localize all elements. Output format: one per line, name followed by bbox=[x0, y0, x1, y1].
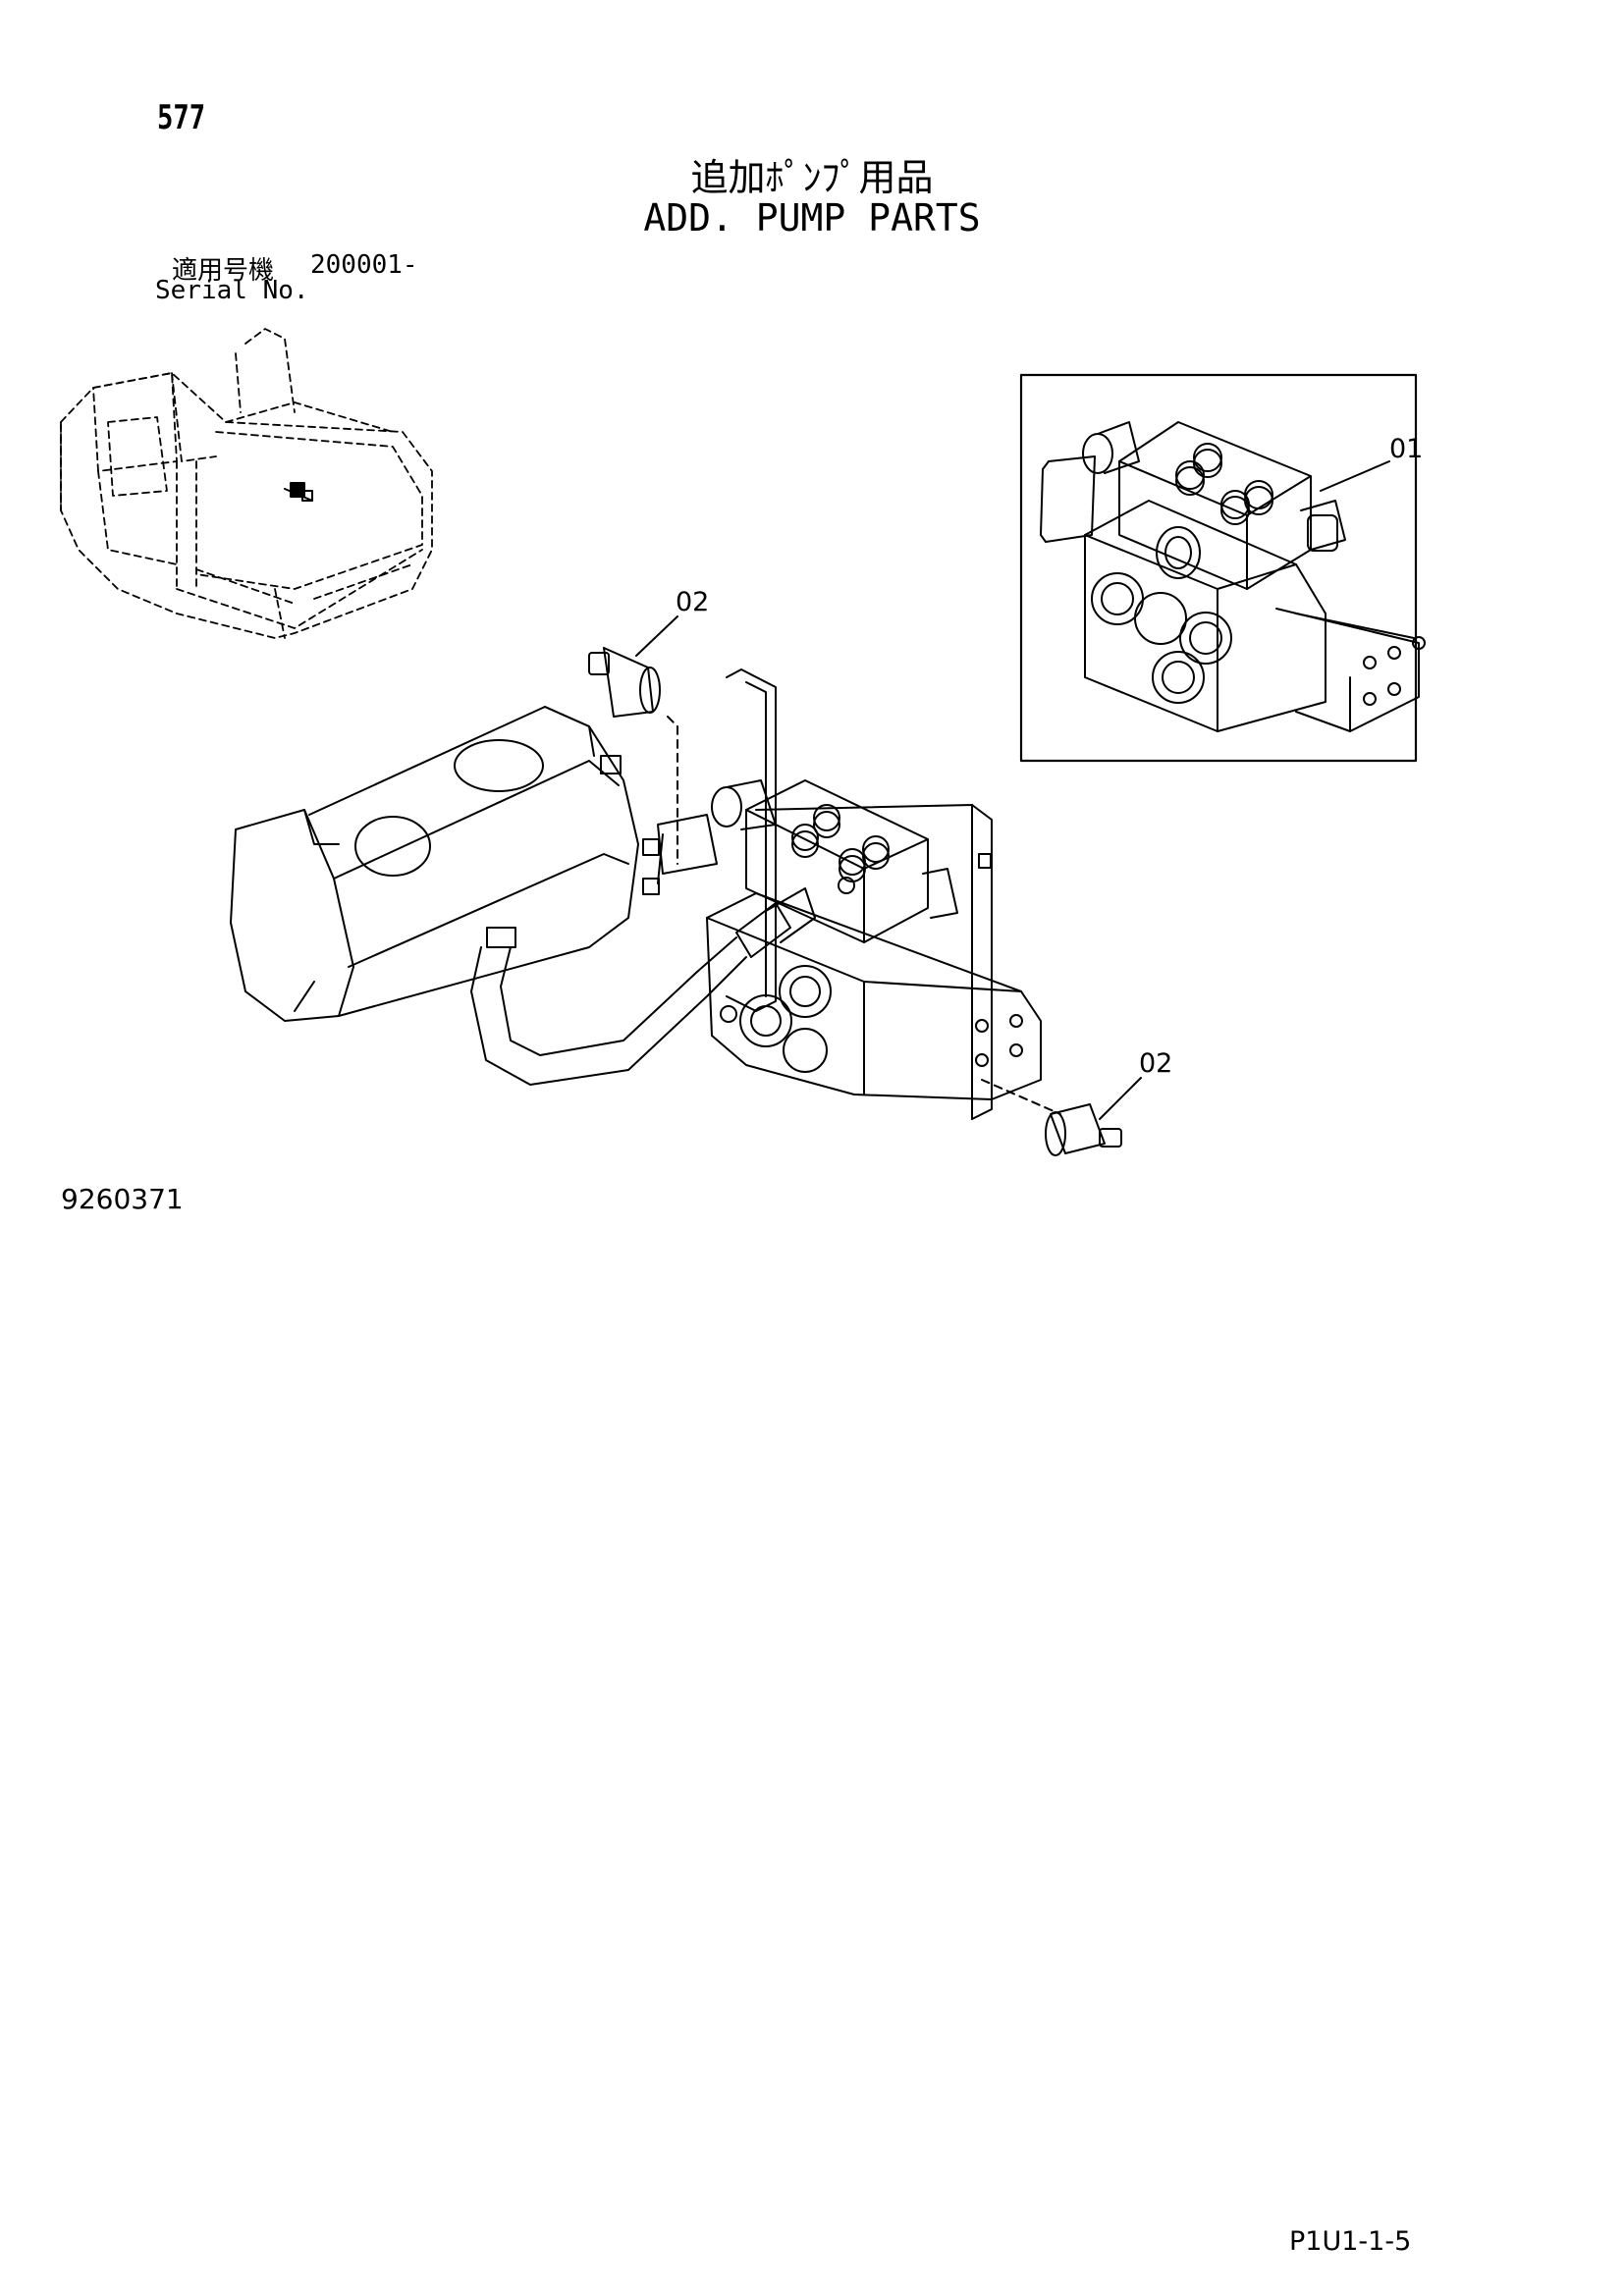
page-number: 577 bbox=[157, 98, 206, 137]
callout-leader-02-upper bbox=[635, 615, 678, 657]
drawing-number: 9260371 bbox=[61, 1183, 184, 1215]
serial-label-english: Serial No. bbox=[155, 276, 309, 305]
valve-detail-drawing bbox=[1040, 421, 1426, 732]
plug-upper-drawing bbox=[588, 647, 678, 865]
pump-motor-drawing bbox=[230, 706, 747, 1086]
valve-assembly-drawing bbox=[657, 668, 1042, 1120]
serial-range: 200001- bbox=[310, 250, 418, 280]
callout-leader-01 bbox=[1320, 460, 1390, 492]
callout-02-lower: 02 bbox=[1139, 1048, 1172, 1079]
excavator-overview-drawing bbox=[60, 328, 433, 639]
serial-label-japanese: 適用号機 bbox=[172, 256, 275, 286]
page-title-japanese: 追加ﾎﾟﾝﾌﾟ用品 bbox=[690, 156, 934, 199]
callout-leader-02-lower bbox=[1099, 1077, 1142, 1120]
page-code: P1U1-1-5 bbox=[1289, 2226, 1412, 2257]
plug-lower-drawing bbox=[981, 1079, 1122, 1156]
page-title-english: ADD. PUMP PARTS bbox=[643, 196, 981, 240]
pump-location-marker bbox=[284, 482, 313, 502]
callout-02-upper: 02 bbox=[676, 587, 709, 617]
callout-01: 01 bbox=[1389, 434, 1423, 464]
detail-inset-frame bbox=[1019, 373, 1418, 763]
